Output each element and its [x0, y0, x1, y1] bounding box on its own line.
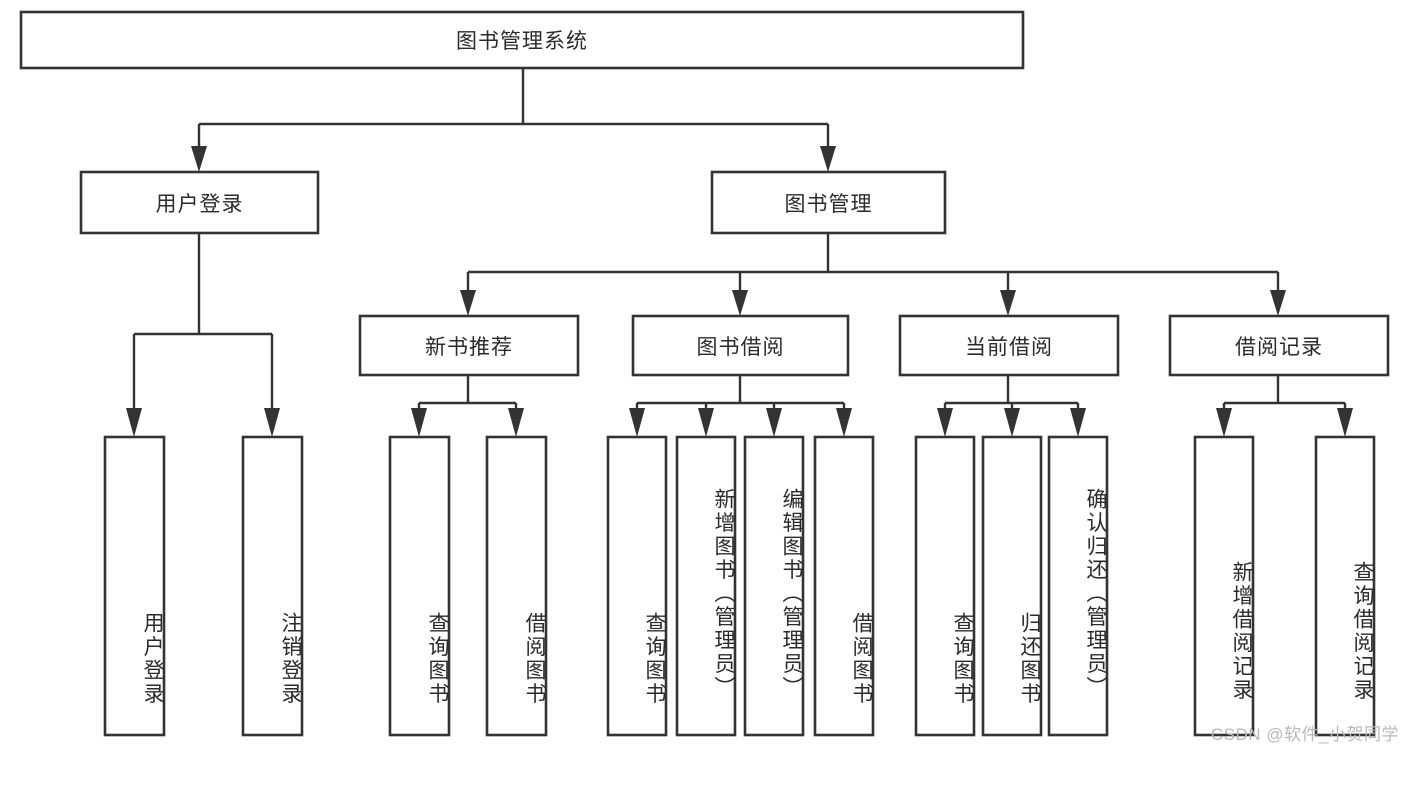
- arrow-head-leaf-user-logout: [264, 408, 280, 437]
- arrow-head-current-borrow: [1000, 290, 1016, 316]
- node-rect-group: [19, 10, 1390, 737]
- node-leaf-user-login[interactable]: [103, 435, 166, 737]
- flowchart-canvas: 图书管理系统 用户登录 图书管理 新书推荐 图书借阅 当前借阅 借阅记录 用户登…: [19, 10, 1398, 744]
- arrow-head-leaf-user-login: [126, 408, 142, 437]
- node-leaf-user-logout[interactable]: [241, 435, 304, 737]
- node-leaf-query-record[interactable]: [1314, 435, 1376, 737]
- node-leaf-add-record[interactable]: [1193, 435, 1255, 737]
- node-leaf-query-books-2[interactable]: [606, 435, 668, 737]
- arrow-head-leaf-edit-book: [766, 408, 782, 437]
- node-user-login[interactable]: [79, 170, 320, 235]
- arrow-head-leaf-confirm-return: [1070, 408, 1086, 437]
- node-new-book-recommend[interactable]: [358, 314, 580, 377]
- arrow-head-leaf-add-record: [1216, 408, 1232, 437]
- arrow-head-book-manage: [820, 146, 836, 172]
- node-leaf-edit-book[interactable]: [743, 435, 805, 737]
- node-borrow-record[interactable]: [1168, 314, 1390, 377]
- arrow-head-leaf-query-record: [1337, 408, 1353, 437]
- arrow-head-leaf-add-book: [698, 408, 714, 437]
- node-root[interactable]: [19, 10, 1025, 70]
- node-leaf-query-books-1[interactable]: [388, 435, 451, 737]
- arrow-head-leaf-query-books-1: [411, 408, 427, 437]
- arrow-head-borrow-record: [1270, 290, 1286, 316]
- arrow-head-leaf-query-books-3: [937, 408, 953, 437]
- arrow-head-new-book-recommend: [460, 290, 476, 316]
- node-book-borrow[interactable]: [631, 314, 850, 377]
- node-leaf-add-book[interactable]: [675, 435, 737, 737]
- connector-group: [126, 69, 1353, 437]
- arrow-head-user-login: [191, 146, 207, 172]
- node-leaf-confirm-return[interactable]: [1047, 435, 1109, 737]
- node-leaf-return-book[interactable]: [981, 435, 1043, 737]
- arrow-head-leaf-query-books-2: [629, 408, 645, 437]
- arrow-head-leaf-borrow-books-2: [836, 408, 852, 437]
- arrow-head-leaf-borrow-books-1: [508, 408, 524, 437]
- node-current-borrow[interactable]: [898, 314, 1120, 377]
- arrow-head-leaf-return-book: [1004, 408, 1020, 437]
- node-leaf-query-books-3[interactable]: [914, 435, 976, 737]
- node-book-manage[interactable]: [710, 170, 947, 235]
- arrow-head-book-borrow: [732, 290, 748, 316]
- node-leaf-borrow-books-1[interactable]: [485, 435, 548, 737]
- system-architecture-diagram: [19, 10, 1390, 737]
- node-leaf-borrow-books-2[interactable]: [813, 435, 875, 737]
